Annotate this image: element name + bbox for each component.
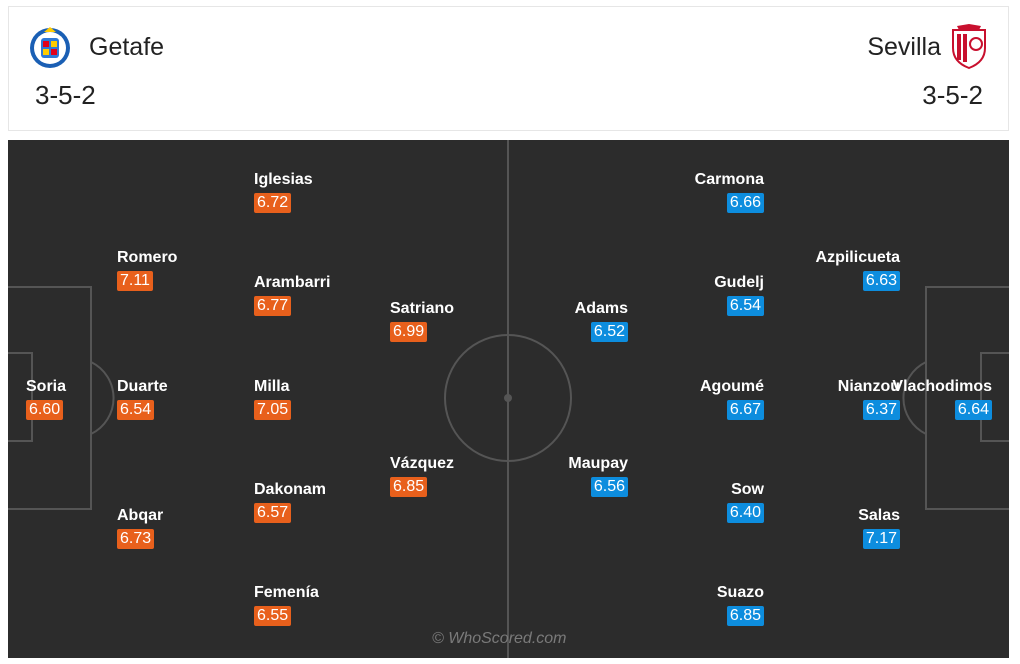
player-rating: 7.11	[117, 271, 153, 291]
home-player-iglesias[interactable]: Iglesias 6.72	[254, 171, 313, 213]
home-player-soria[interactable]: Soria 6.60	[26, 378, 66, 420]
lineup-header: Getafe 3-5-2 Sevilla 3-5-2	[8, 6, 1009, 131]
getafe-crest-icon	[30, 27, 70, 68]
pitch: Soria 6.60 Romero 7.11 Duarte 6.54 Abqar…	[8, 140, 1009, 658]
away-player-gudelj[interactable]: Gudelj 6.54	[714, 274, 764, 316]
player-rating: 6.85	[390, 477, 428, 497]
player-rating: 6.64	[954, 400, 992, 420]
player-rating: 6.73	[117, 529, 155, 549]
away-formation: 3-5-2	[922, 80, 983, 110]
player-name: Dakonam	[254, 481, 327, 498]
player-name: Nianzou	[837, 378, 900, 395]
player-rating: 6.57	[254, 503, 292, 523]
player-name: Soria	[26, 378, 67, 395]
player-name: Milla	[254, 378, 290, 395]
home-player-satriano[interactable]: Satriano 6.99	[390, 300, 454, 342]
player-rating: 6.37	[862, 400, 900, 420]
player-rating: 6.99	[390, 322, 428, 342]
player-name: Romero	[117, 249, 178, 266]
away-player-carmona[interactable]: Carmona 6.66	[695, 171, 764, 213]
player-name: Carmona	[694, 171, 764, 188]
player-rating: 6.72	[254, 193, 292, 213]
player-name: Arambarri	[254, 274, 331, 291]
player-name: Satriano	[390, 300, 455, 317]
sevilla-crest-icon	[952, 24, 986, 70]
player-name: Maupay	[568, 455, 628, 472]
away-player-nianzou[interactable]: Nianzou 6.37	[838, 378, 900, 420]
player-name: Vázquez	[390, 455, 455, 472]
home-player-arambarri[interactable]: Arambarri 6.77	[254, 274, 330, 316]
player-rating: 6.54	[117, 400, 155, 420]
player-rating: 6.55	[254, 606, 292, 626]
player-rating: 6.67	[726, 400, 764, 420]
player-rating: 6.77	[254, 296, 292, 316]
player-name: Femenía	[254, 584, 319, 601]
player-name: Sow	[731, 481, 764, 498]
player-rating: 6.66	[726, 193, 764, 213]
player-name: Suazo	[716, 584, 764, 601]
away-team-name[interactable]: Sevilla	[867, 33, 941, 61]
home-player-milla[interactable]: Milla 7.05	[254, 378, 292, 420]
player-name: Azpilicueta	[815, 249, 900, 266]
away-player-azpilicueta[interactable]: Azpilicueta 6.63	[816, 249, 900, 291]
home-player-femenia[interactable]: Femenía 6.55	[254, 584, 319, 626]
home-player-abqar[interactable]: Abqar 6.73	[117, 507, 163, 549]
player-name: Duarte	[117, 378, 168, 395]
player-rating: 6.40	[726, 503, 764, 523]
home-player-dakonam[interactable]: Dakonam 6.57	[254, 481, 326, 523]
player-rating: 6.63	[862, 271, 900, 291]
player-name: Iglesias	[254, 171, 313, 188]
player-name: Gudelj	[714, 274, 764, 291]
home-player-vazquez[interactable]: Vázquez 6.85	[390, 455, 454, 497]
away-player-suazo[interactable]: Suazo 6.85	[717, 584, 764, 626]
away-player-salas[interactable]: Salas 7.17	[858, 507, 900, 549]
watermark: © WhoScored.com	[432, 630, 567, 647]
player-name: Salas	[858, 507, 900, 524]
away-player-adams[interactable]: Adams 6.52	[575, 300, 628, 342]
home-team-name[interactable]: Getafe	[89, 33, 165, 61]
player-rating: 6.85	[726, 606, 764, 626]
player-rating: 7.17	[862, 529, 900, 549]
player-rating: 6.56	[590, 477, 628, 497]
home-player-duarte[interactable]: Duarte 6.54	[117, 378, 168, 420]
player-name: Vlachodimos	[892, 378, 992, 395]
away-player-sow[interactable]: Sow 6.40	[726, 481, 764, 523]
away-player-vlachodimos[interactable]: Vlachodimos 6.64	[892, 378, 992, 420]
player-rating: 6.54	[726, 296, 764, 316]
player-name: Agoumé	[700, 378, 764, 395]
away-player-agoume[interactable]: Agoumé 6.67	[700, 378, 764, 420]
home-formation: 3-5-2	[35, 80, 96, 110]
away-player-maupay[interactable]: Maupay 6.56	[568, 455, 628, 497]
pitch-markings	[8, 140, 1009, 658]
player-rating: 6.52	[590, 322, 628, 342]
home-player-romero[interactable]: Romero 7.11	[117, 249, 177, 291]
player-rating: 6.60	[26, 400, 64, 420]
player-name: Abqar	[117, 507, 164, 524]
player-name: Adams	[574, 300, 628, 317]
player-rating: 7.05	[254, 400, 292, 420]
